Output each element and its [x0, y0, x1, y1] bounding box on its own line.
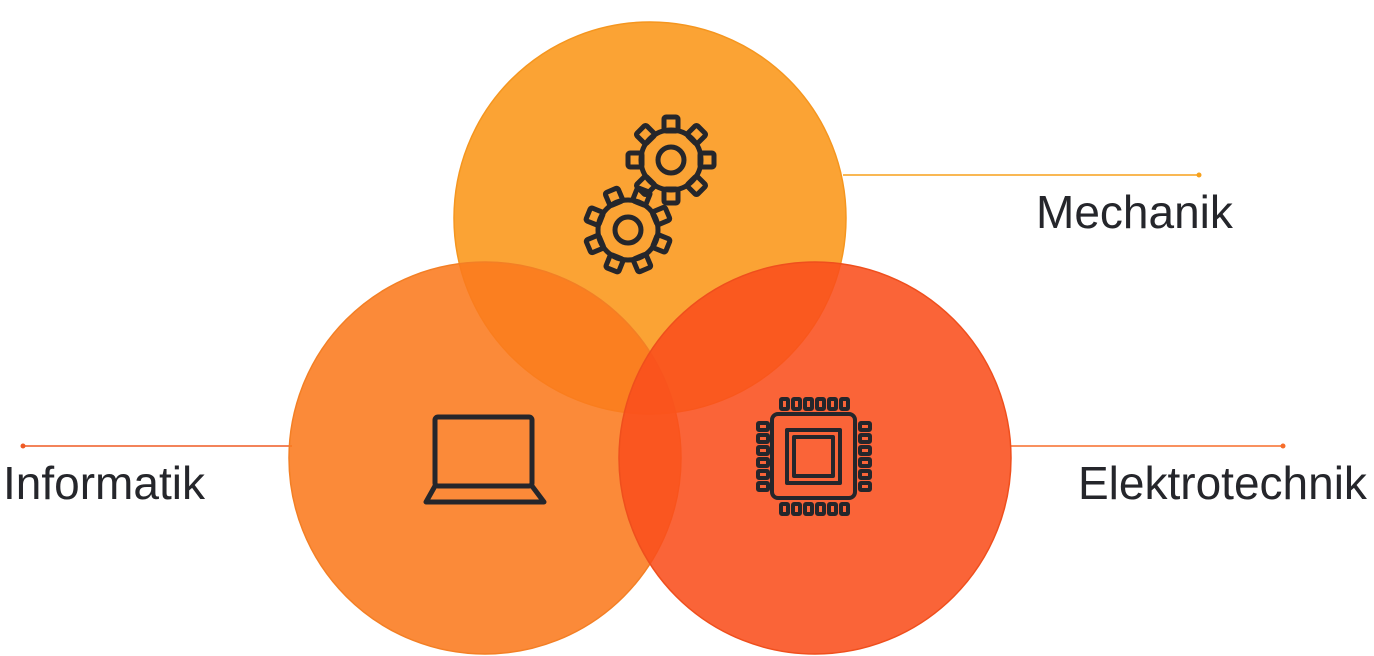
mechanik-label: Mechanik	[1036, 186, 1234, 238]
elektrotechnik-label: Elektrotechnik	[1078, 457, 1368, 509]
elektrotechnik-leader-dot	[1280, 443, 1286, 449]
laptop-icon	[423, 414, 547, 505]
elektrotechnik-circle	[618, 261, 1012, 655]
informatik-leader-dot	[20, 443, 26, 449]
leader-lines	[20, 172, 1286, 449]
mechanik-leader-dot	[1196, 172, 1202, 178]
microchip-icon	[756, 397, 872, 516]
gears-icon	[583, 114, 717, 275]
informatik-label: Informatik	[3, 457, 206, 509]
venn-circles	[288, 21, 1012, 655]
